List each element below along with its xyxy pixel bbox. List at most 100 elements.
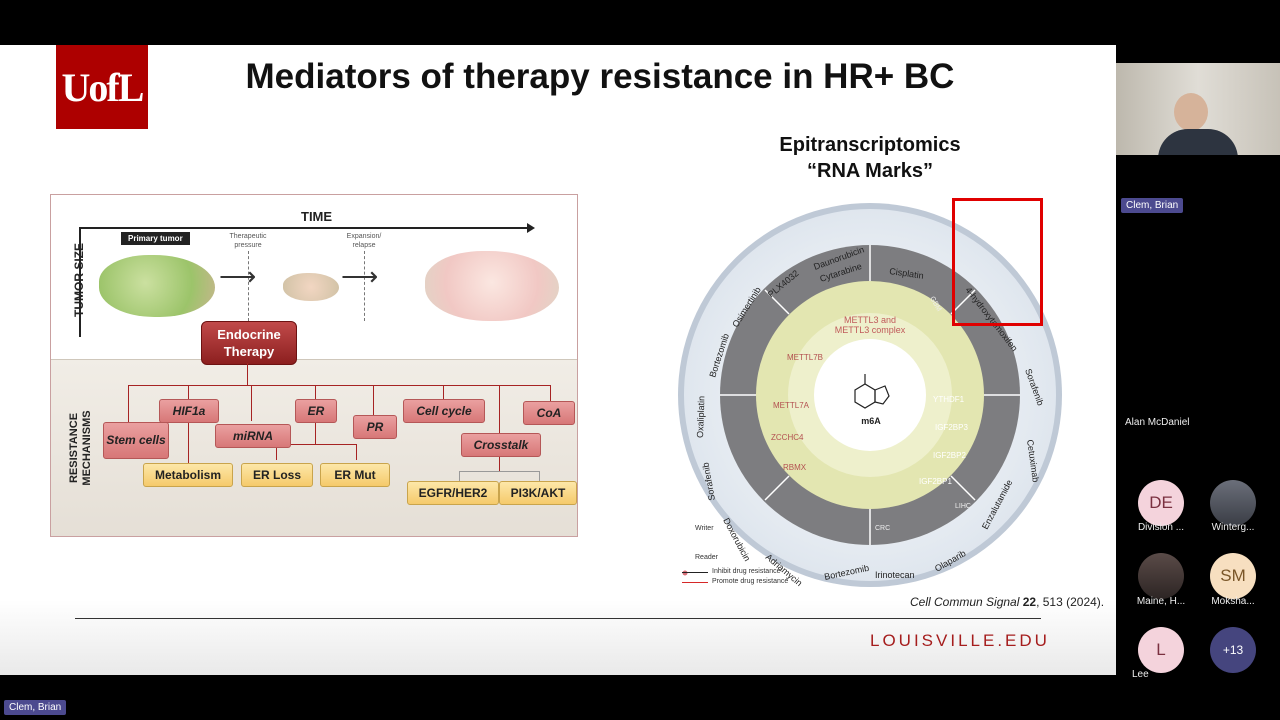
er-loss-box: ER Loss	[241, 463, 313, 487]
egfr-her2-box: EGFR/HER2	[407, 481, 499, 505]
center-label: m6A	[861, 416, 881, 426]
connector	[373, 385, 374, 415]
svg-text:YTHDF1: YTHDF1	[933, 395, 965, 404]
uofl-logo: UofL	[56, 45, 148, 129]
connector	[499, 457, 500, 471]
connector	[188, 385, 189, 399]
avatar-photo-maine[interactable]	[1138, 553, 1184, 599]
svg-text:METTL7B: METTL7B	[787, 353, 823, 362]
connector	[443, 385, 444, 399]
speaker-face	[1174, 93, 1208, 131]
complex-label-2: METTL3 complex	[835, 325, 906, 335]
relapse-dash	[364, 251, 365, 321]
connector	[251, 385, 252, 421]
bottom-speaker-tag: Clem, Brian	[4, 700, 67, 715]
connector	[459, 471, 460, 481]
shrunk-tumor-image	[283, 273, 339, 301]
citation-rest: , 513 (2024).	[1036, 595, 1105, 609]
alan-name: Alan McDaniel	[1125, 417, 1190, 428]
legend-inhibit: Inhibit drug resistance	[712, 568, 781, 575]
mirna-box: miRNA	[215, 424, 291, 448]
er-mut-box: ER Mut	[320, 463, 390, 487]
promote-line	[682, 582, 708, 583]
avatar-photo-winterg[interactable]	[1210, 480, 1256, 526]
connector	[550, 385, 551, 401]
presentation-slide: UofL Mediators of therapy resistance in …	[0, 45, 1116, 675]
legend-promote: Promote drug resistance	[712, 578, 789, 585]
crosstalk-box: Crosstalk	[461, 433, 541, 457]
svg-text:Cisplatin: Cisplatin	[889, 266, 925, 281]
slide-footer-background	[0, 600, 1116, 675]
avatar-l[interactable]: L	[1138, 627, 1184, 673]
svg-text:Irinotecan: Irinotecan	[875, 570, 915, 580]
relapsed-tumor-image	[425, 251, 559, 321]
connector	[499, 385, 500, 433]
writer-legend-dot	[682, 570, 688, 576]
pressure-dash	[248, 251, 249, 321]
svg-text:Oxaliplatin: Oxaliplatin	[695, 396, 706, 438]
expansion-relapse-note: Expansion/ relapse	[346, 233, 382, 249]
connector	[247, 363, 248, 385]
epitranscriptomics-title: Epitranscriptomics “RNA Marks”	[760, 132, 980, 184]
connector	[315, 422, 316, 444]
size-axis	[79, 227, 81, 337]
speaker-video-tile[interactable]	[1116, 63, 1280, 155]
legend-writer: Writer	[695, 525, 714, 532]
citation: Cell Commun Signal 22, 513 (2024).	[910, 595, 1104, 609]
curve-arrow-icon: ⟶	[219, 261, 257, 291]
epi-title-line2: “RNA Marks”	[807, 160, 933, 182]
avatar-l-label: Lee	[1132, 669, 1149, 680]
avatar-sm[interactable]: SM	[1210, 553, 1256, 599]
svg-text:RBMX: RBMX	[783, 463, 807, 472]
time-axis	[79, 227, 529, 229]
tumor-size-label: TUMOR SIZE	[72, 243, 86, 317]
resistance-figure: TIME TUMOR SIZE Primary tumor Therapeuti…	[50, 194, 578, 537]
speaker-name-tag: Clem, Brian	[1121, 198, 1184, 213]
hif1a-box: HIF1a	[159, 399, 219, 423]
citation-volume: 22	[1022, 595, 1037, 609]
writer-labels: METTL7A ZCCHC4 RBMX METTL7B	[771, 353, 823, 472]
more-participants-button[interactable]: +13	[1210, 627, 1256, 673]
speaker-shirt	[1158, 129, 1238, 155]
connector	[128, 385, 129, 423]
resistance-mechanisms-label: RESISTANCE MECHANISMS	[68, 410, 93, 486]
pi3k-akt-box: PI3K/AKT	[499, 481, 577, 505]
connector	[128, 385, 550, 386]
m6a-drug-resistance-wheel: m6A METTL3 and METTL3 complex METTL7A ZC…	[678, 203, 1062, 588]
svg-text:IGF2BP1: IGF2BP1	[919, 477, 952, 486]
connector	[356, 444, 357, 460]
avatar-de-label: Division ...	[1137, 522, 1185, 533]
endocrine-therapy-box: Endocrine Therapy	[201, 321, 297, 365]
connector	[276, 444, 356, 445]
svg-text:IGF2BP3: IGF2BP3	[935, 423, 968, 432]
avatar-de[interactable]: DE	[1138, 480, 1184, 526]
center-circle	[814, 339, 926, 451]
connector	[459, 471, 539, 472]
tumor-timeline: TIME TUMOR SIZE Primary tumor Therapeuti…	[51, 195, 577, 359]
svg-text:CRC: CRC	[875, 525, 890, 532]
connector	[276, 444, 277, 460]
complex-label: METTL3 and	[844, 315, 896, 325]
epi-title-line1: Epitranscriptomics	[779, 134, 961, 156]
footer-divider	[75, 618, 1041, 619]
connector	[539, 471, 540, 481]
connector	[188, 423, 189, 465]
curve-arrow-icon: ⟶	[341, 261, 379, 291]
svg-text:METTL7A: METTL7A	[773, 401, 810, 410]
citation-journal: Cell Commun Signal	[910, 595, 1020, 609]
connector	[315, 385, 316, 399]
legend-reader: Reader	[695, 554, 718, 561]
m6a-molecule-icon	[854, 374, 890, 409]
stem-cells-box: Stem cells	[103, 422, 169, 459]
metabolism-box: Metabolism	[143, 463, 233, 487]
footer-url: LOUISVILLE.EDU	[870, 631, 1050, 650]
avatar-winterg-label: Winterg...	[1211, 522, 1255, 533]
svg-text:LIHC: LIHC	[955, 503, 971, 510]
cell-cycle-box: Cell cycle	[403, 399, 485, 423]
coa-box: CoA	[523, 401, 575, 425]
slide-title: Mediators of therapy resistance in HR+ B…	[245, 57, 955, 96]
reader-labels: YTHDF1 IGF2BP3 IGF2BP2 IGF2BP1	[919, 395, 968, 486]
time-axis-arrow	[527, 223, 535, 233]
time-axis-label: TIME	[301, 209, 333, 224]
avatar-maine-label: Maine, H...	[1136, 596, 1186, 607]
